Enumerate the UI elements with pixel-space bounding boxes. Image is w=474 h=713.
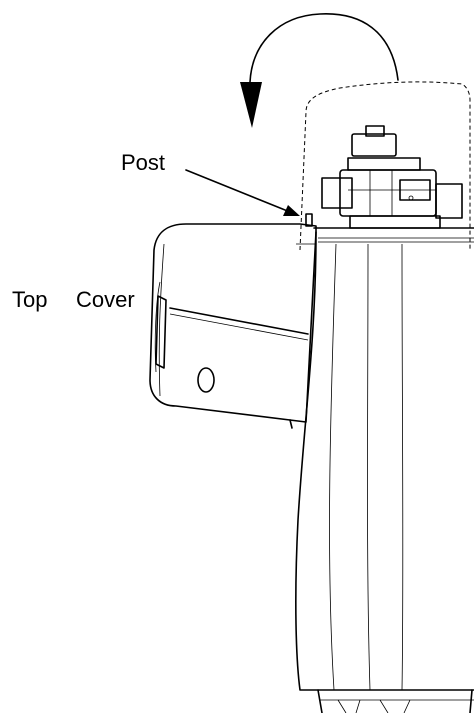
post-arrow-head	[283, 205, 300, 216]
post	[305, 213, 313, 227]
post-arrow	[185, 169, 300, 216]
tank-body	[295, 227, 474, 713]
top-label: Top	[12, 287, 48, 312]
cover-outline-dashed	[299, 81, 471, 251]
rotation-arrow	[240, 13, 399, 128]
cover-label: Cover	[76, 287, 135, 312]
control-valve	[321, 125, 463, 229]
rotation-arrow-head	[240, 82, 262, 128]
top-cover	[149, 213, 317, 429]
post-label: Post	[121, 150, 166, 175]
